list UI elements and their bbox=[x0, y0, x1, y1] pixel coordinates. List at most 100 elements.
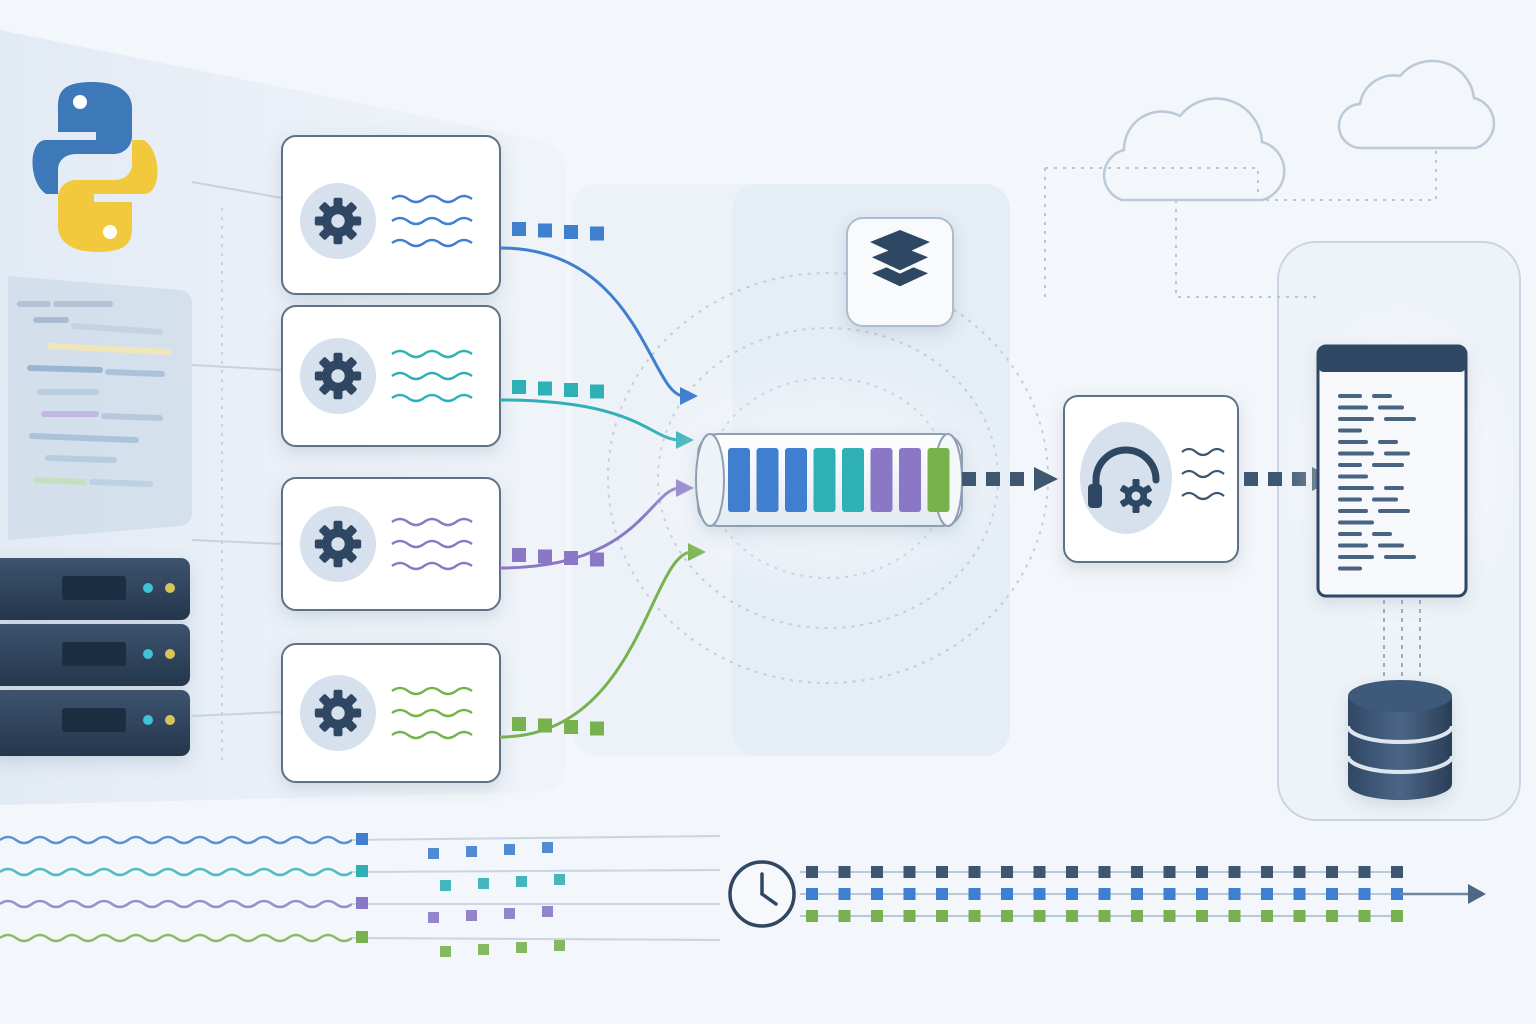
event-stream-timeline bbox=[0, 833, 1486, 957]
document-text-line bbox=[1338, 451, 1374, 456]
event-dot bbox=[1293, 910, 1306, 922]
flow-dot bbox=[538, 381, 552, 396]
event-dot bbox=[1066, 888, 1078, 900]
wave-signal-icon bbox=[391, 349, 473, 403]
flow-dot bbox=[1268, 472, 1282, 486]
event-dot bbox=[1033, 866, 1046, 878]
event-dot bbox=[871, 888, 883, 900]
event-dot bbox=[1196, 910, 1208, 922]
timeline-lane bbox=[0, 865, 721, 891]
event-dot bbox=[1228, 910, 1241, 922]
document-text-line bbox=[1372, 532, 1392, 536]
document-text-line bbox=[1338, 497, 1362, 502]
event-dot bbox=[903, 888, 916, 900]
document-text-line bbox=[1338, 405, 1368, 410]
event-dot bbox=[356, 897, 368, 909]
gear-icon bbox=[314, 520, 362, 568]
event-dot bbox=[838, 910, 851, 922]
gear-icon bbox=[314, 352, 362, 400]
event-dot bbox=[871, 866, 883, 878]
event-dot bbox=[1098, 910, 1111, 922]
event-dot bbox=[1066, 866, 1078, 878]
cloud-icon bbox=[1337, 59, 1496, 150]
event-dot bbox=[806, 866, 818, 878]
timeline-arrowhead bbox=[1468, 884, 1486, 904]
source-connectors bbox=[191, 181, 283, 760]
document-text-line bbox=[1384, 417, 1416, 421]
flow-dot bbox=[590, 384, 604, 399]
message-queue-icon bbox=[695, 433, 963, 527]
event-dot bbox=[516, 876, 527, 887]
event-dot bbox=[1131, 888, 1143, 900]
event-dot bbox=[1033, 888, 1046, 900]
ordered-stream-row bbox=[800, 910, 1403, 922]
event-dot bbox=[504, 844, 515, 855]
producer-card bbox=[281, 135, 501, 295]
queue-segments bbox=[728, 448, 950, 512]
flow-arrowhead bbox=[1034, 467, 1058, 491]
event-dot bbox=[428, 848, 439, 859]
producer-card bbox=[281, 643, 501, 783]
document-text-line bbox=[1338, 474, 1368, 479]
flow-dot bbox=[538, 223, 552, 238]
event-dot bbox=[1098, 866, 1111, 878]
event-dot bbox=[504, 908, 515, 919]
wave-signal-icon bbox=[391, 517, 473, 571]
flow-line bbox=[499, 550, 693, 739]
document-text-line bbox=[1338, 440, 1368, 444]
event-dot bbox=[554, 874, 565, 885]
flow-dot bbox=[564, 720, 578, 734]
event-dot bbox=[1391, 910, 1403, 922]
flow-dot bbox=[590, 552, 604, 567]
document-text-line bbox=[1378, 440, 1398, 444]
event-dot bbox=[1326, 866, 1338, 878]
event-dot bbox=[440, 946, 451, 957]
event-dot bbox=[936, 866, 948, 878]
flow-dot bbox=[512, 717, 526, 731]
queue-segment bbox=[927, 448, 950, 512]
queue-segment bbox=[785, 448, 807, 512]
event-dot bbox=[1066, 910, 1078, 922]
event-dot bbox=[1261, 888, 1273, 900]
flow-queue-to-consumer bbox=[962, 467, 1058, 491]
event-dot bbox=[968, 910, 981, 922]
event-dot bbox=[1001, 888, 1013, 900]
event-dot bbox=[1001, 910, 1013, 922]
flow-dot bbox=[564, 383, 578, 397]
event-dot bbox=[1261, 866, 1273, 878]
flow-line bbox=[499, 246, 685, 398]
event-dot bbox=[1228, 888, 1241, 900]
document-text-line bbox=[1378, 405, 1404, 410]
timeline-lane bbox=[0, 931, 721, 957]
server-unit-2 bbox=[0, 624, 190, 686]
document-text-line bbox=[1338, 520, 1374, 525]
event-dot bbox=[478, 878, 489, 889]
layers-icon bbox=[869, 230, 931, 290]
gear-icon bbox=[314, 197, 362, 245]
queue-segment bbox=[756, 448, 779, 512]
event-dot bbox=[356, 865, 368, 877]
layers-badge bbox=[846, 217, 954, 327]
flow-dot bbox=[512, 380, 526, 394]
producer-flow bbox=[499, 222, 698, 405]
event-dot bbox=[356, 931, 368, 943]
document-text-lines bbox=[1338, 394, 1416, 571]
event-dot bbox=[478, 944, 489, 955]
document-text-line bbox=[1378, 509, 1410, 513]
wave-signal-icon bbox=[1181, 447, 1225, 501]
event-dot bbox=[838, 866, 851, 878]
producer-card bbox=[281, 305, 501, 447]
event-dot bbox=[1163, 910, 1176, 922]
server-unit-3 bbox=[0, 690, 190, 756]
event-dot bbox=[806, 888, 818, 900]
document-text-line bbox=[1338, 394, 1362, 398]
event-dot bbox=[1163, 866, 1176, 878]
document-text-line bbox=[1384, 451, 1410, 456]
event-dot bbox=[542, 842, 553, 853]
document-text-line bbox=[1384, 486, 1404, 490]
document-icon bbox=[1316, 344, 1468, 598]
document-text-line bbox=[1372, 497, 1398, 502]
event-dot bbox=[871, 910, 883, 922]
database-icon bbox=[1346, 680, 1454, 800]
